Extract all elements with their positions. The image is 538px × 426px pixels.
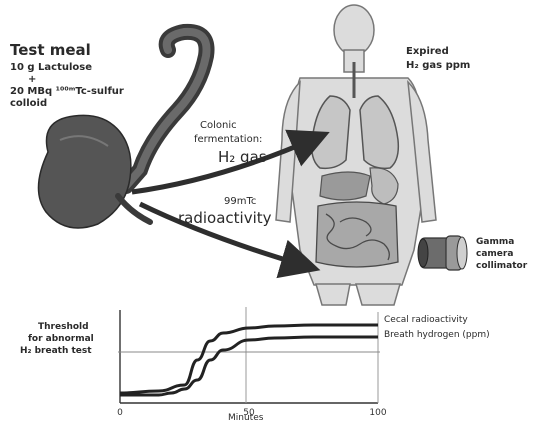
- colonic-line2: fermentation:: [194, 134, 262, 145]
- expired-line1: Expired: [406, 46, 449, 57]
- legend-breath: Breath hydrogen (ppm): [384, 331, 490, 341]
- test-meal-line3: colloid: [10, 98, 47, 109]
- threshold-line1: Threshold: [38, 323, 89, 333]
- intestines: [316, 202, 398, 267]
- gamma-line3: collimator: [476, 262, 527, 272]
- gamma-line1: Gamma: [476, 238, 514, 248]
- radio-isotope: 99mTc: [224, 196, 256, 207]
- series-breath-hydrogen: [120, 337, 378, 395]
- series-cecal-radioactivity: [120, 325, 378, 393]
- radio-label: radioactivity: [178, 210, 272, 227]
- colonic-line1: Colonic: [200, 120, 237, 131]
- x-tick-label: 100: [369, 408, 386, 418]
- gamma-camera-icon: [418, 236, 467, 270]
- threshold-line3: H₂ breath test: [20, 347, 92, 357]
- test-meal-line2: 20 MBq ¹⁰⁰ᵐTc-sulfur: [10, 86, 124, 97]
- expired-line2: H₂ gas ppm: [406, 60, 470, 71]
- colonic-line3: H₂ gas: [218, 149, 267, 166]
- threshold-line2: for abnormal: [28, 335, 94, 345]
- test-meal-line1: 10 g Lactulose: [10, 62, 92, 73]
- gamma-line2: camera: [476, 250, 513, 260]
- test-meal-plus: +: [28, 74, 36, 85]
- test-meal-title: Test meal: [10, 42, 91, 59]
- x-axis-label: Minutes: [228, 414, 263, 424]
- liver: [320, 172, 370, 200]
- legend-cecal: Cecal radioactivity: [384, 316, 468, 326]
- x-tick-label: 0: [117, 408, 123, 418]
